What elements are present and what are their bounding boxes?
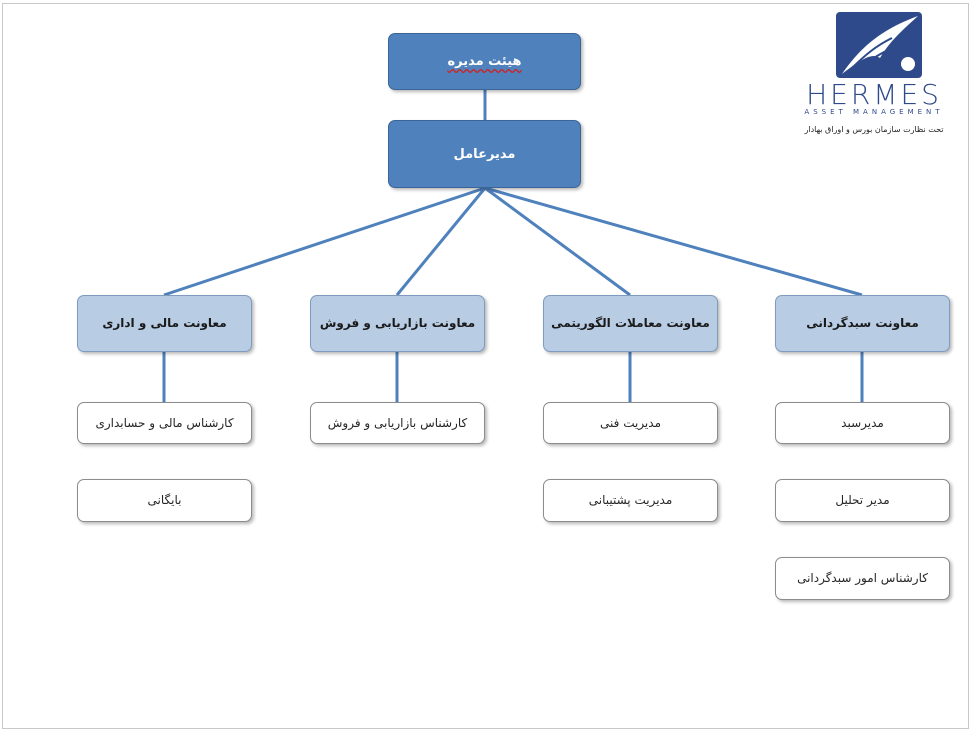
role-label: مدیر تحلیل [835, 493, 890, 507]
slide-frame [2, 3, 969, 729]
dept-marketing-label: معاونت بازاریابی و فروش [319, 316, 476, 330]
dept-finance-label: معاونت مالی و اداری [102, 316, 227, 330]
role-label: مدیریت فنی [600, 415, 661, 430]
role-label: مدیریت پشتیبانی [588, 493, 673, 507]
role-box: کارشناس مالی و حسابداری [77, 402, 252, 444]
role-label: بایگانی [147, 493, 182, 507]
connector-ceo-dept-finance [163, 186, 486, 297]
role-label: مدیرسبد [841, 415, 884, 430]
connector-ceo-dept-algo [484, 186, 631, 297]
dept-marketing: معاونت بازاریابی و فروش [310, 295, 485, 352]
hermes-logo: HERMES ASSET MANAGEMENT تحت نظارت سازمان… [780, 8, 968, 134]
connector-ceo-dept-sabad [484, 186, 863, 297]
ceo-box: مدیرعامل [388, 120, 581, 188]
dept-algo: معاونت معاملات الگوریتمی [543, 295, 718, 352]
logo-subtitle: ASSET MANAGEMENT [804, 108, 944, 116]
dept-finance: معاونت مالی و اداری [77, 295, 252, 352]
role-label: کارشناس امور سبدگردانی [797, 571, 928, 585]
dept-sabad-label: معاونت سبدگردانی [806, 316, 919, 330]
winged-emblem-icon [836, 12, 922, 78]
role-box: کارشناس بازاریابی و فروش [310, 402, 485, 444]
dept-sabad: معاونت سبدگردانی [775, 295, 950, 352]
dept-algo-label: معاونت معاملات الگوریتمی [551, 316, 710, 330]
role-box: مدیریت پشتیبانی [543, 479, 718, 522]
role-box: مدیر تحلیل [775, 479, 950, 522]
role-label: کارشناس بازاریابی و فروش [327, 415, 468, 430]
board-box: هیئت مدیره [388, 33, 581, 90]
role-box: کارشناس امور سبدگردانی [775, 557, 950, 600]
role-box: مدیرسبد [775, 402, 950, 444]
board-label: هیئت مدیره [447, 54, 522, 69]
logo-wordmark: HERMES [806, 78, 942, 111]
logo-caption: تحت نظارت سازمان بورس و اوراق بهادار [804, 125, 944, 134]
ceo-label: مدیرعامل [453, 146, 516, 162]
connector-ceo-dept-marketing [395, 187, 487, 296]
role-box: مدیریت فنی [543, 402, 718, 444]
role-label: کارشناس مالی و حسابداری [95, 415, 234, 430]
role-box: بایگانی [77, 479, 252, 522]
